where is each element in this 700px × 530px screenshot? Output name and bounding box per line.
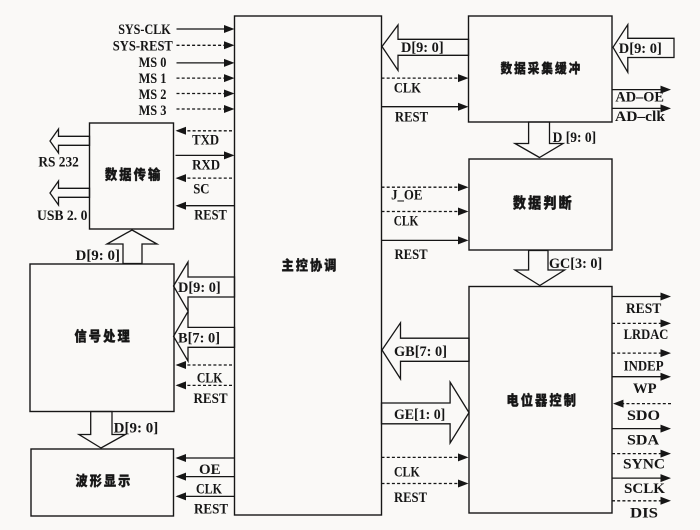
svg-text:MS 0: MS 0 — [139, 55, 167, 71]
svg-text:OE: OE — [199, 462, 221, 478]
svg-text:CLK: CLK — [394, 214, 419, 230]
svg-text:SDA: SDA — [627, 433, 659, 449]
svg-text:MS 3: MS 3 — [139, 103, 167, 119]
svg-text:CLK: CLK — [394, 80, 421, 96]
svg-text:AD–OE: AD–OE — [615, 89, 664, 105]
svg-text:D[9: 0]: D[9: 0] — [114, 421, 159, 437]
svg-text:CLK: CLK — [196, 482, 222, 498]
svg-text:INDEP: INDEP — [624, 358, 664, 374]
svg-text:CLK: CLK — [394, 464, 420, 480]
svg-text:LRDAC: LRDAC — [624, 327, 669, 343]
svg-text:RXD: RXD — [192, 158, 220, 174]
svg-text:TXD: TXD — [192, 133, 219, 149]
svg-text:SDO: SDO — [627, 408, 660, 424]
svg-text:RS 232: RS 232 — [38, 154, 78, 170]
svg-text:MS 2: MS 2 — [139, 87, 167, 103]
svg-text:REST: REST — [194, 391, 228, 407]
svg-text:GB[7: 0]: GB[7: 0] — [394, 344, 447, 360]
svg-text:USB 2. 0: USB 2. 0 — [37, 208, 87, 224]
svg-text:J_OE: J_OE — [391, 187, 423, 203]
svg-text:REST: REST — [395, 247, 428, 263]
svg-text:SYS-CLK: SYS-CLK — [118, 22, 171, 38]
svg-text:SC: SC — [193, 182, 209, 198]
svg-text:AD–clk: AD–clk — [615, 109, 666, 125]
svg-text:MS 1: MS 1 — [139, 71, 167, 87]
svg-text:REST: REST — [194, 501, 228, 517]
svg-text:D[9: 0]: D[9: 0] — [178, 280, 221, 296]
svg-text:WP: WP — [633, 381, 657, 397]
svg-text:DIS: DIS — [630, 505, 658, 521]
svg-text:B[7: 0]: B[7: 0] — [178, 330, 220, 346]
svg-text:SCLK: SCLK — [624, 481, 665, 497]
svg-text:SYS-REST: SYS-REST — [113, 39, 173, 55]
svg-text:D[9: 0]: D[9: 0] — [619, 41, 662, 57]
svg-text:GC[3: 0]: GC[3: 0] — [549, 256, 602, 272]
svg-text:D[9: 0]: D[9: 0] — [401, 40, 444, 56]
svg-text:REST: REST — [394, 490, 427, 506]
svg-text:REST: REST — [395, 110, 428, 126]
svg-text:CLK: CLK — [197, 370, 223, 386]
svg-text:D[9: 0]: D[9: 0] — [76, 248, 121, 264]
svg-text:REST: REST — [194, 208, 227, 224]
svg-text:REST: REST — [626, 301, 662, 317]
svg-text:D [9: 0]: D [9: 0] — [553, 130, 597, 146]
svg-text:GE[1: 0]: GE[1: 0] — [394, 407, 445, 423]
svg-text:SYNC: SYNC — [623, 457, 665, 473]
